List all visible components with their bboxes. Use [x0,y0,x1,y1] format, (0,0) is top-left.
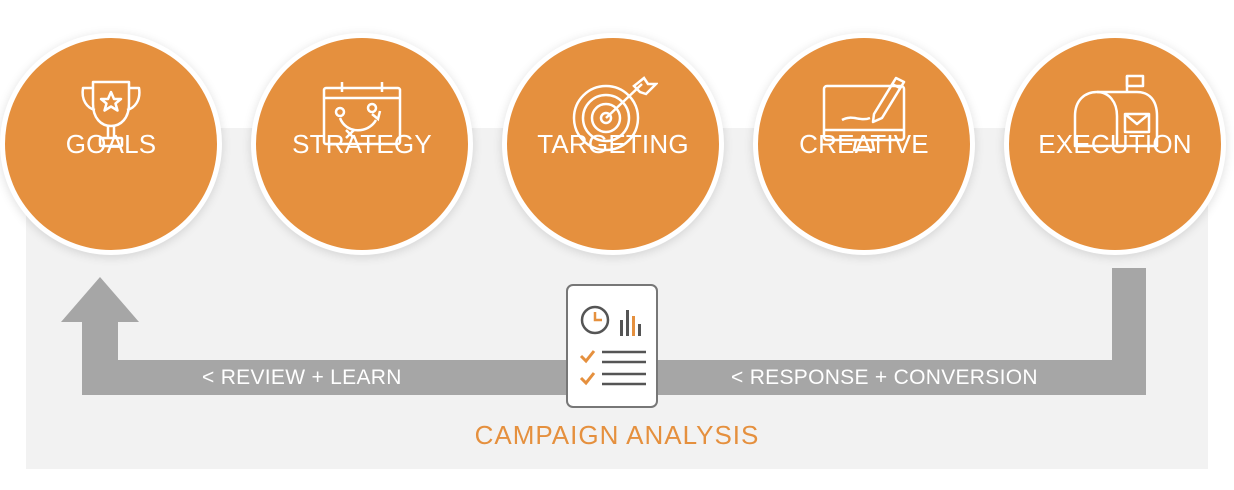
monitor-pencil-icon [822,76,906,152]
step-label-goals: GOALS [65,129,157,159]
campaign-analysis-title: CAMPAIGN ANALYSIS [474,420,760,450]
step-execution: EXECUTION [1009,38,1221,250]
step-creative: CREATIVE [758,38,970,250]
review-learn-label: < REVIEW + LEARN [202,366,402,389]
loop-arrow-shape [61,268,1146,395]
mailbox-icon [1073,74,1159,148]
playbook-icon [322,82,402,146]
step-label-strategy: STRATEGY [292,129,432,159]
step-targeting: TARGETING [507,38,719,250]
step-strategy: STRATEGY [256,38,468,250]
report-checklist-icon [566,284,658,408]
target-icon [572,76,658,152]
step-goals: GOALS [5,38,217,250]
response-conversion-label: < RESPONSE + CONVERSION [731,366,1038,389]
step-label-creative: CREATIVE [799,129,929,159]
trophy-icon [81,80,141,148]
step-label-targeting: TARGETING [537,129,689,159]
step-label-execution: EXECUTION [1038,129,1192,159]
